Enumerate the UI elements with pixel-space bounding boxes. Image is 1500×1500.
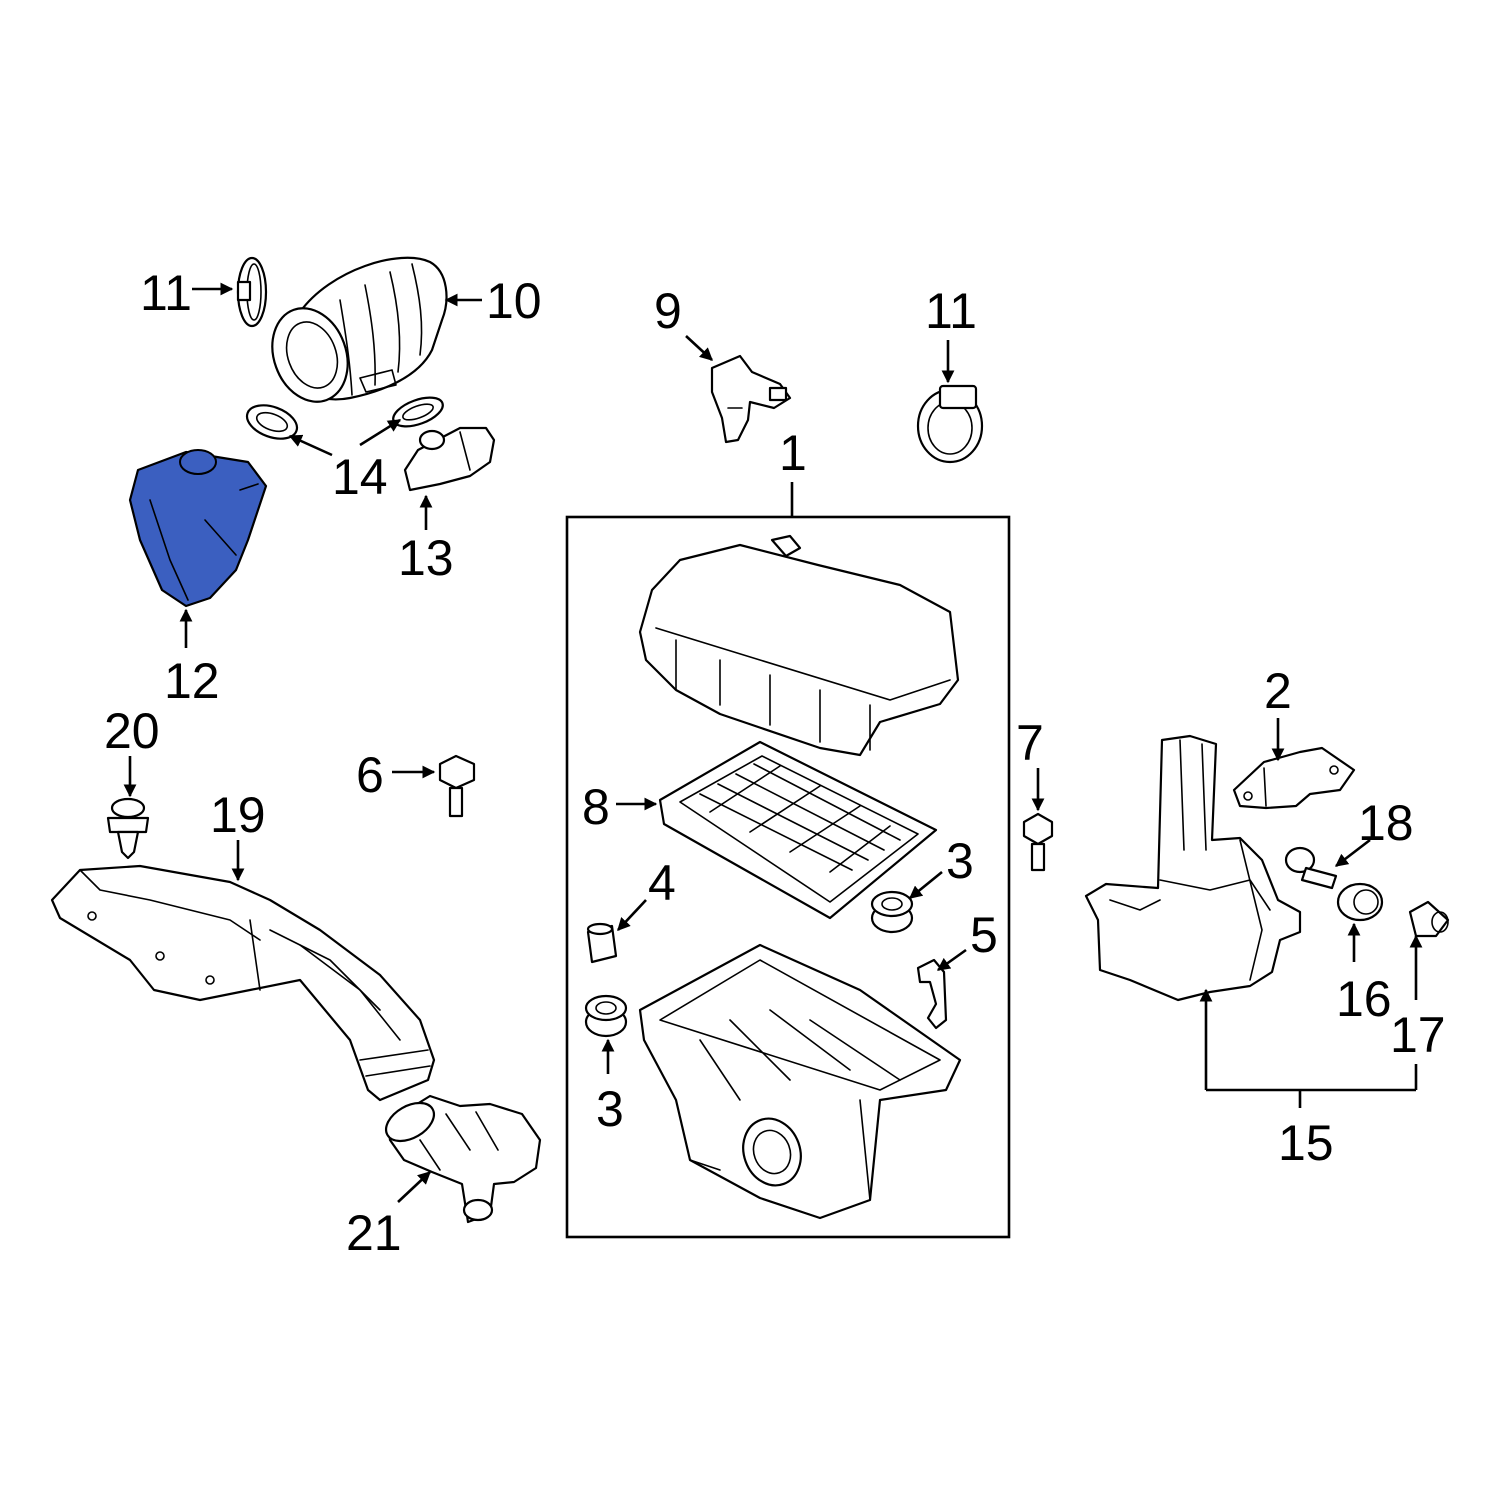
callout-12[interactable]: 12 [164,653,220,709]
leader-5 [936,948,967,972]
leader-18 [1334,838,1371,868]
callout-5[interactable]: 5 [970,907,998,963]
leader-4 [617,899,647,931]
part-19-inlet-duct[interactable] [50,864,436,1102]
part-18-bolt[interactable] [1284,846,1338,890]
part-14-clamp-a[interactable] [242,399,301,445]
part-10-intake-duct[interactable] [260,256,448,413]
part-2-bracket[interactable] [1232,746,1356,810]
leader-15 [1206,1064,1418,1108]
callout-4[interactable]: 4 [648,855,676,911]
callout-3-left[interactable]: 3 [596,1081,624,1137]
air-cleaner-lid[interactable] [638,534,960,757]
callout-3-right[interactable]: 3 [946,833,974,889]
part-8-filter-element[interactable] [658,740,938,920]
callout-10[interactable]: 10 [486,273,542,329]
callout-9[interactable]: 9 [654,283,682,339]
part-20-clip[interactable] [106,797,150,860]
part-9-sensor[interactable] [710,354,792,444]
callout-17[interactable]: 17 [1390,1007,1446,1063]
part-12-body [128,450,268,608]
callout-6[interactable]: 6 [356,747,384,803]
part-3-grommet-left[interactable] [584,994,628,1038]
callout-21[interactable]: 21 [346,1205,402,1261]
callout-1[interactable]: 1 [779,425,807,481]
callout-14[interactable]: 14 [332,449,388,505]
part-11-clamp-left[interactable] [236,256,268,328]
part-21-elbow[interactable] [379,1094,542,1224]
callout-20[interactable]: 20 [104,703,160,759]
callout-11-right[interactable]: 11 [925,283,977,339]
part-12-resonator-highlighted[interactable] [128,449,268,608]
callout-7[interactable]: 7 [1016,715,1044,771]
callout-18[interactable]: 18 [1358,795,1414,851]
leader-9 [685,335,713,361]
part-14-clamp-b[interactable] [389,392,446,432]
part-11-clamp-right[interactable] [916,384,984,464]
callout-16[interactable]: 16 [1336,971,1392,1027]
part-13-connector[interactable] [403,426,496,492]
leader-3-right [908,870,943,900]
callout-8[interactable]: 8 [582,779,610,835]
part-5-bracket[interactable] [916,958,948,1030]
callout-19[interactable]: 19 [210,787,266,843]
callout-11-left[interactable]: 11 [140,265,192,321]
part-16-grommet[interactable] [1336,882,1384,922]
air-cleaner-assembly-frame [565,515,1011,1239]
part-12-neck [179,449,217,475]
part-3-grommet-right[interactable] [870,890,914,934]
part-6-bolt[interactable] [438,754,476,818]
part-7-bolt[interactable] [1022,812,1054,872]
callout-15[interactable]: 15 [1278,1115,1334,1171]
leader-21 [397,1171,431,1203]
air-cleaner-lower-housing[interactable] [638,943,962,1220]
part-17-sleeve[interactable] [1408,900,1450,938]
leader-14-a [288,434,333,457]
callout-13[interactable]: 13 [398,530,454,586]
part-15-reservoir[interactable] [1084,734,1302,1002]
part-4-sleeve[interactable] [586,922,618,964]
leader-14-b [359,418,402,447]
callout-2[interactable]: 2 [1264,663,1292,719]
